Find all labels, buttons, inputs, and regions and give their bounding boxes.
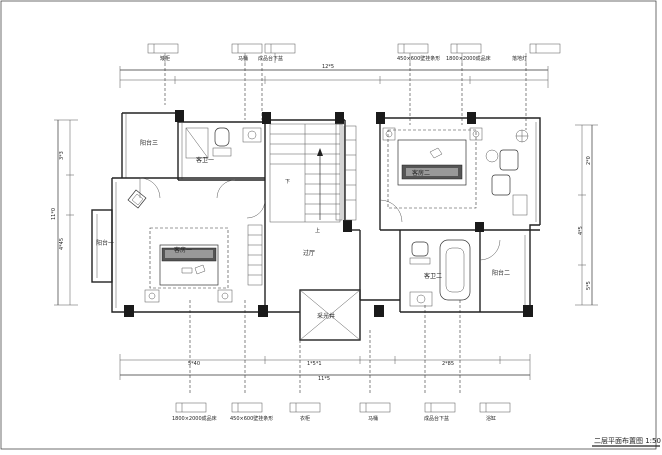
stair-up-label: 上 [315,227,320,234]
top-dimension: 12*5 [119,64,549,88]
dim-bottom-left: 5*40 [188,361,200,367]
bathtub [439,239,471,301]
handrail [335,123,343,221]
drawing-title: 二层平面布置图 1:50 [592,436,661,447]
room-label-balcony2: 阳台二 [492,269,510,277]
callout-tag: 450×600壁挂条形 [230,300,273,422]
callout-tag: 马桶 [231,43,263,120]
callout-label: 1800×2000成品床 [446,55,491,62]
dim-right-1: 2*0 [586,156,592,165]
armchairs [485,129,529,216]
room-label-guest-bath1: 客卫一 [196,156,214,164]
dim-left-3: 4*45 [59,238,65,250]
master-bed [382,127,483,209]
callout-label: 矮柜 [160,55,170,62]
column [376,112,385,124]
callout-tag: 成品台下盆 [258,43,296,120]
callout-label: 450×600壁挂条形 [397,55,440,62]
callout-tag: 成品台下盆 [424,305,456,422]
column [467,112,476,124]
wardrobe [247,224,263,286]
column [523,305,533,317]
sink [409,291,433,307]
bathroom-fixtures [185,127,262,159]
building-walls [91,112,541,341]
room-label-hall: 过厅 [303,249,315,257]
room-labels: 阳台三 客卫一 客房二 客房一 阳台一 过厅 客卫二 阳台二 采光井 [96,139,510,320]
structural-columns [124,110,533,317]
desk-chair [127,189,147,209]
column [374,305,384,317]
callout-tag: 矮柜 [147,43,179,105]
callout-tag: 450×600壁挂条形 [397,43,440,125]
dim-bottom-mid: 1*5*1 [307,361,322,367]
callout-tag: 1800×2000成品床 [172,300,217,422]
left-dimension: 3*3 11*0 4*45 [51,119,78,306]
callout-tag: 落地灯 [512,43,561,130]
bottom-callouts: 1800×2000成品床 450×600壁挂条形 衣柜 马桶 成品台下盆 浴缸 [172,300,511,422]
callout-tag: 衣柜 [289,330,321,422]
callout-label: 450×600壁挂条形 [230,415,273,422]
column [258,305,268,317]
wardrobe [343,125,357,221]
toilet [214,127,230,147]
title-text: 二层平面布置图 1:50 [594,436,661,445]
column [124,305,134,317]
callout-label: 1800×2000成品床 [172,415,217,422]
column [335,112,344,124]
column [262,112,271,124]
callout-label: 落地灯 [512,55,527,62]
bathroom-fixtures [409,239,471,307]
room-label-master: 客房二 [412,169,430,177]
column [175,110,184,122]
room-label-light-well: 采光井 [317,312,335,320]
bottom-dimension: 5*40 1*5*1 2*85 11*5 [119,354,531,382]
room-label-balcony1: 阳台一 [96,239,114,247]
dim-top-total: 12*5 [322,64,334,70]
doors [139,177,501,261]
callout-label: 马桶 [238,55,248,62]
column [475,222,484,232]
sink [242,127,262,143]
dim-left-2: 11*0 [51,208,57,220]
callout-label: 成品台下盆 [258,55,283,62]
callout-tag: 1800×2000成品床 [446,43,491,125]
top-callouts: 矮柜 马桶 成品台下盆 450×600壁挂条形 1800×2000成品床 [147,43,561,130]
staircase: 上 下 [269,123,345,234]
dim-right-2: 4*5 [578,226,584,235]
callout-tag: 浴缸 [459,300,511,422]
stair-down-label: 下 [285,179,290,185]
guest-bed [144,227,233,303]
callout-label: 成品台下盆 [424,415,449,422]
dim-left-1: 3*3 [59,151,65,160]
callout-label: 浴缸 [486,415,496,422]
column [343,220,352,232]
callout-tag: 马桶 [359,330,391,422]
right-dimension: 2*0 4*5 5*5 [575,124,598,306]
room-label-balcony3: 阳台三 [140,139,158,147]
toilet [411,241,429,257]
shower [185,127,209,159]
room-label-guest-room1: 客房一 [174,246,192,254]
callout-label: 马桶 [368,415,378,422]
dim-bottom-right: 2*85 [442,361,454,367]
callout-label: 衣柜 [300,415,310,422]
dim-right-3: 5*5 [586,281,592,290]
dim-bottom-total: 11*5 [318,376,330,382]
room-label-guest-bath2: 客卫二 [424,272,442,280]
